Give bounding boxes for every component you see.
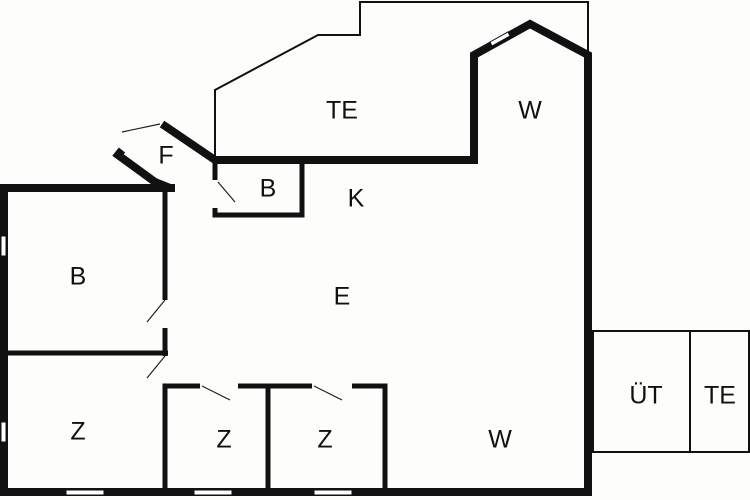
door-z2 [201,385,231,401]
window [65,489,105,496]
annex-outline [592,330,750,453]
window [0,421,7,443]
room-label-winter-garden-top: W [518,97,542,125]
bedrooms-wall-c [352,383,388,492]
room-label-bedroom-middle: Z [216,426,231,454]
hall-door [121,123,161,133]
door-z1 [146,355,166,379]
room-label-kitchen: K [348,185,365,213]
small-bath-wall2 [212,160,305,218]
room-label-terrace-top: TE [326,97,358,125]
hall-wall-lower [112,147,172,192]
terrace-outline [214,1,589,160]
door-z3 [313,385,343,401]
room-label-bathroom-small: B [260,175,277,203]
room-label-bathroom-left: B [70,263,87,291]
room-label-hallway: F [158,142,173,170]
window [193,489,233,496]
room-label-bedroom-right: Z [317,426,332,454]
hall-wall [159,120,218,164]
window [489,31,511,47]
bedrooms-wall [162,383,200,492]
outer-wall [0,19,592,496]
room-label-utility: ÜT [629,382,662,410]
room-label-terrace-right: TE [704,382,736,410]
small-bath-door [217,181,236,203]
window [313,489,353,496]
window [0,235,7,257]
door-b [146,299,166,323]
room-label-living-bottom: W [488,426,512,454]
room-label-living: E [334,283,351,311]
room-label-bedroom-left: Z [70,418,85,446]
